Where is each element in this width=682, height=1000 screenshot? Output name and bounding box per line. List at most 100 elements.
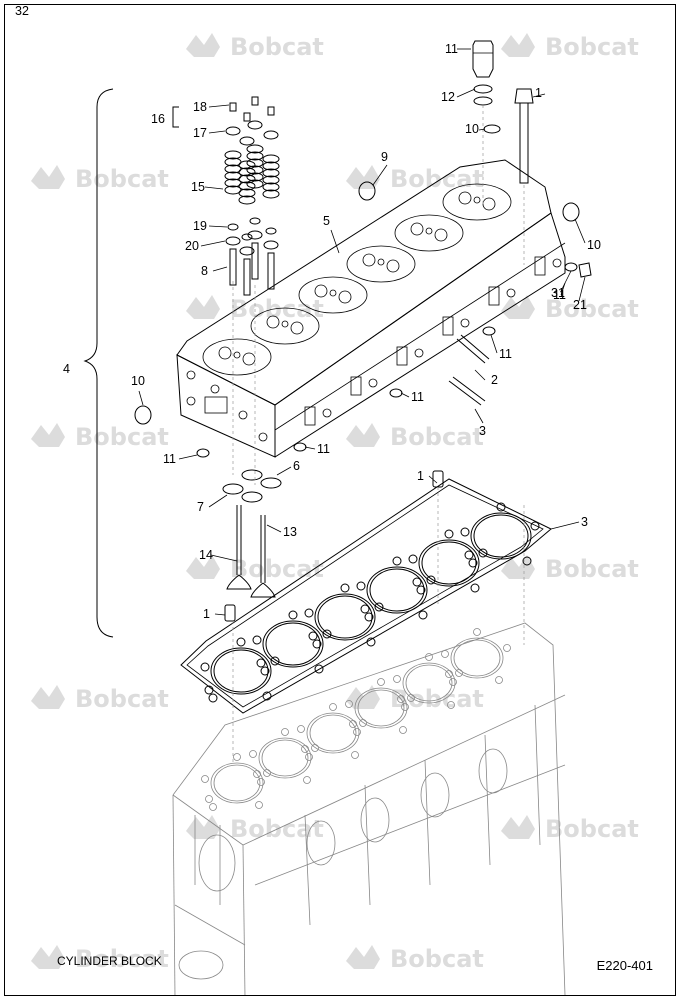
bolt-hole [263, 769, 271, 777]
bolt-hole [399, 726, 407, 734]
leader-line [478, 128, 486, 131]
watermark-text: Bobcat [75, 165, 169, 193]
cylinder-bore [366, 566, 428, 614]
bolt-hole [255, 801, 263, 809]
leader-line [276, 466, 292, 476]
spring-retainer [239, 136, 255, 146]
bolt-hole [303, 776, 311, 784]
valve-spring-coil [262, 175, 280, 185]
valve-keeper [267, 106, 275, 116]
valve-spring-coil [224, 150, 242, 160]
cylinder-bore-inner [421, 541, 477, 585]
callout-1: 1 [203, 607, 210, 621]
bolt-hole [393, 675, 401, 683]
valve-spring-coil [238, 188, 256, 198]
bolt-hole [408, 554, 418, 564]
cylinder-bore [258, 737, 312, 779]
watermark-text: Bobcat [230, 33, 324, 61]
cylinder-bore [210, 647, 272, 695]
valve-bore [434, 228, 448, 242]
watermark-text: Bobcat [230, 295, 324, 323]
leader-line [372, 164, 388, 186]
valve-bore [338, 290, 352, 304]
valve-seats-and-valves [222, 469, 444, 622]
callout-16: 16 [151, 112, 165, 126]
callout-10: 10 [131, 374, 145, 388]
bolt-hole [262, 691, 272, 701]
rocker-chamber [202, 338, 272, 376]
cylinder-bore [418, 539, 480, 587]
bolt-hole [447, 701, 455, 709]
valve-bore [458, 191, 472, 205]
bolt-hole [444, 529, 454, 539]
bolt-hole [236, 637, 246, 647]
cylinder-bore [210, 762, 264, 804]
callout-3: 3 [479, 424, 486, 438]
valve-keeper [229, 102, 237, 112]
bolt-hole [496, 502, 506, 512]
injector-bore [473, 196, 481, 204]
bolt-hole [288, 610, 298, 620]
valve-guide [229, 248, 237, 286]
leader-line [400, 392, 410, 398]
cylinder-bore-inner [369, 568, 425, 612]
watermark-text: Bobcat [75, 945, 169, 973]
bolt-hole [260, 666, 270, 676]
bolt-hole [351, 751, 359, 759]
cylinder-bore [314, 593, 376, 641]
bolt-hole [233, 753, 241, 761]
watermark-logo-icon [501, 815, 535, 839]
callout-11: 11 [317, 442, 330, 456]
leader-line [474, 408, 484, 424]
bolt-hole [205, 795, 213, 803]
valve-bore [386, 259, 400, 273]
bolt-hole [329, 703, 337, 711]
watermark-logo-icon [31, 423, 65, 447]
valve-bore [266, 315, 280, 329]
callout-32: 32 [15, 5, 29, 18]
bolt-hole [455, 669, 463, 677]
leader-line [212, 266, 228, 272]
watermark-text: Bobcat [390, 945, 484, 973]
cylinder-bore [402, 662, 456, 704]
head-bolt [514, 88, 534, 265]
bolt-hole [441, 650, 449, 658]
bolt-hole [340, 583, 350, 593]
watermark-text: Bobcat [545, 815, 639, 843]
leader-line [474, 369, 486, 381]
bolt-hole [249, 750, 257, 758]
watermark-text: Bobcat [75, 423, 169, 451]
bolt-hole [308, 631, 318, 641]
bolt-hole [530, 521, 540, 531]
watermark-logo-icon [501, 295, 535, 319]
head-port [488, 286, 500, 306]
rocker-chamber [442, 183, 512, 221]
cylinder-bore-inner [317, 595, 373, 639]
valve-seal [241, 233, 253, 241]
bolt-hole [392, 556, 402, 566]
bolt-hole [426, 575, 436, 585]
leader-line [208, 494, 228, 508]
valve-spring-coil [262, 154, 280, 164]
spring-retainer [263, 130, 279, 140]
watermark-logo-icon [346, 945, 380, 969]
bolt-hole [314, 664, 324, 674]
leader-line [138, 390, 144, 406]
cylinder-bore-inner [405, 664, 453, 702]
cylinder-bore [306, 712, 360, 754]
callout-11: 11 [553, 288, 566, 302]
bolt-hole [503, 644, 511, 652]
bolt-hole [256, 658, 266, 668]
valve-bore [290, 321, 304, 335]
watermark-text: Bobcat [230, 555, 324, 583]
bolt-hole [522, 556, 532, 566]
valve-spring-coil [246, 151, 264, 161]
callout-21: 21 [573, 298, 587, 312]
callout-19: 19 [193, 219, 207, 233]
leader-line [560, 270, 572, 292]
cylinder-bore [262, 620, 324, 668]
alignment-lines [232, 105, 525, 765]
